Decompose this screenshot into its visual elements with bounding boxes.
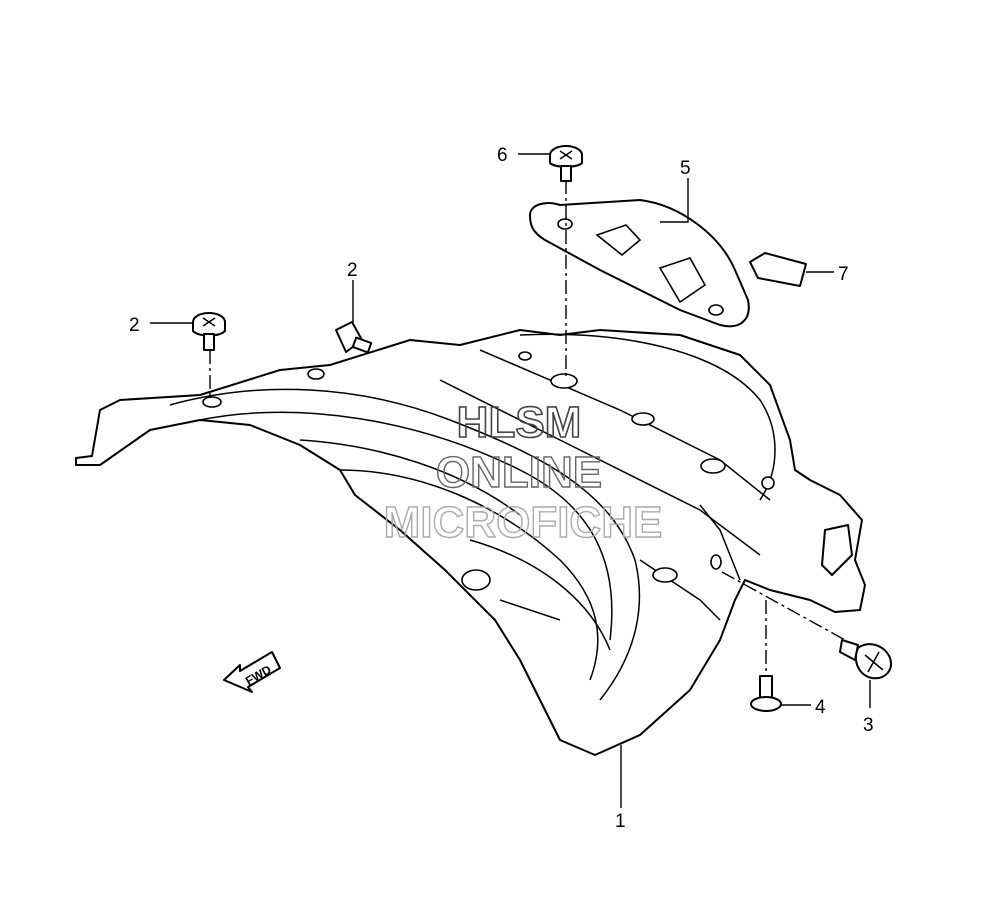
callout-6: 6 — [497, 145, 508, 166]
callout-5: 5 — [680, 158, 691, 179]
bracket-plate-part[interactable] — [529, 199, 750, 328]
callout-3: 3 — [863, 715, 874, 736]
callout-4: 4 — [815, 697, 826, 718]
callout-2-center: 2 — [347, 260, 358, 281]
watermark-line3: MICROFICHE — [384, 498, 663, 547]
watermark-line2: ONLINE — [436, 448, 602, 497]
bolt-6[interactable] — [549, 145, 583, 182]
inner-fender-part[interactable] — [75, 329, 866, 756]
bolt-2-left[interactable] — [192, 312, 226, 351]
callout-7: 7 — [838, 264, 849, 285]
pad-part[interactable] — [749, 252, 807, 287]
leader-5 — [660, 178, 689, 223]
bolt-2-center[interactable] — [335, 321, 373, 354]
assembly-line-3 — [721, 571, 846, 641]
screw-4[interactable] — [750, 675, 782, 712]
watermark: HLSM ONLINE MICROFICHE — [383, 397, 663, 548]
watermark-line1: HLSM — [457, 398, 582, 447]
fwd-arrow-icon: FWD — [223, 651, 281, 693]
bolt-3[interactable] — [839, 639, 892, 680]
callout-2-left: 2 — [129, 315, 140, 336]
callout-1: 1 — [615, 811, 626, 832]
